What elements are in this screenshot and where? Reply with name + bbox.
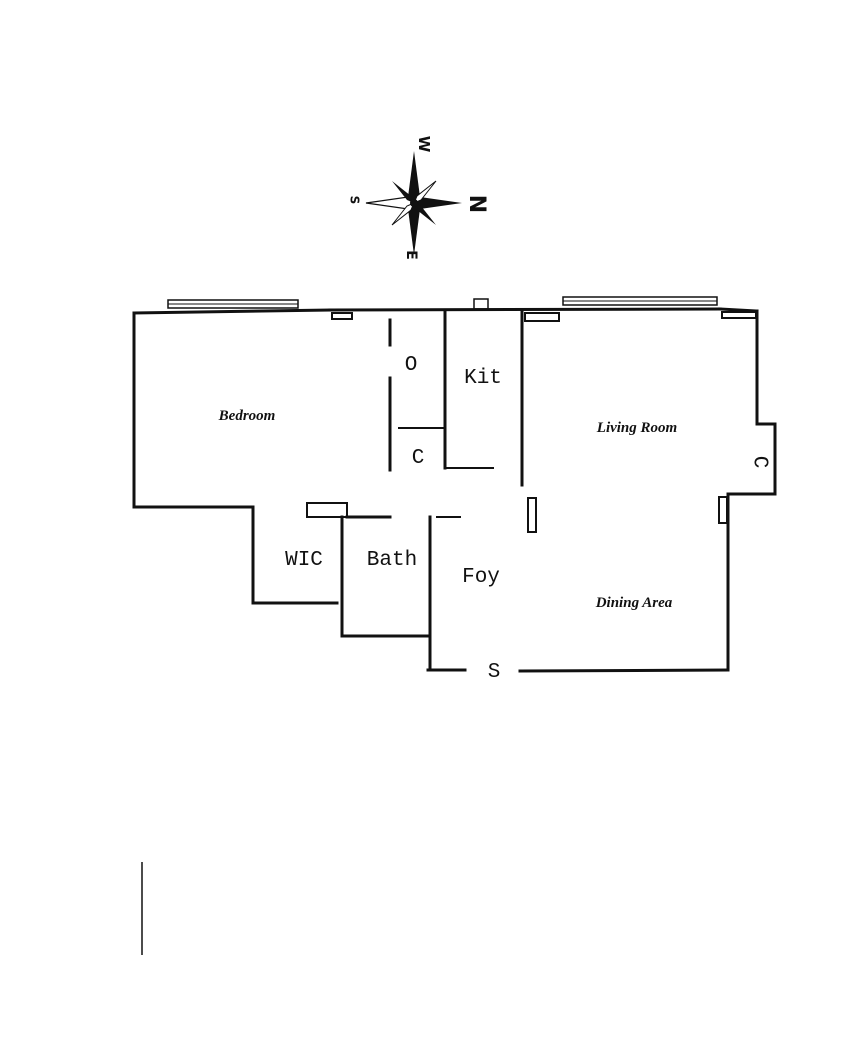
entry-label: S [488,661,501,684]
exterior-walls [132,307,777,673]
window-right [562,296,718,306]
compass-rose-icon: W N S E [348,136,490,260]
compass-south-label: S [348,196,362,205]
room-kitchen-label: Kit [464,367,502,390]
living-closet-label: C [747,456,770,469]
room-living-room-label: Living Room [596,420,677,436]
room-bath-label: Bath [367,549,417,572]
room-closet-top-label: O [405,354,418,377]
window-left [167,299,299,309]
compass-north-label: N [464,195,489,213]
vent-box [473,298,489,310]
room-dining-area-label: Dining Area [595,595,673,611]
interior-walls [306,310,757,672]
room-wic-label: WIC [285,549,323,572]
room-bedroom-label: Bedroom [218,408,276,424]
room-closet-c-label: C [412,447,425,470]
compass-east-label: E [403,250,419,260]
compass-west-label: W [415,136,433,153]
room-foyer-label: Foy [462,566,500,589]
